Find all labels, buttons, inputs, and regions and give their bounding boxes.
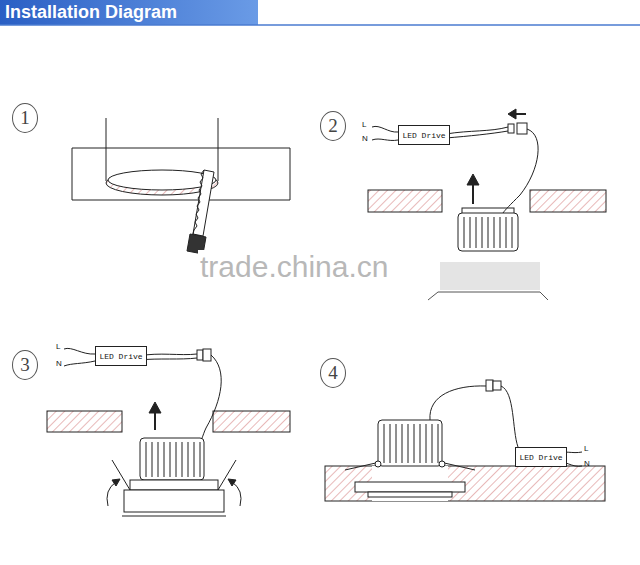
spring-clip-step-part xyxy=(107,482,116,506)
spring-clip-step-part xyxy=(112,460,236,490)
lamp-insert-step-part xyxy=(464,217,512,248)
wire-pin-label: L xyxy=(56,342,60,351)
lamp-insert-step-part xyxy=(517,123,527,134)
installed-lamp-step-part xyxy=(345,462,475,470)
spring-clip-step-part xyxy=(146,442,200,477)
lamp-insert-step-part xyxy=(530,190,606,212)
step-number: 4 xyxy=(320,358,346,388)
led-driver-box: LED Drive xyxy=(398,125,450,145)
wire-pin-label: N xyxy=(584,459,590,468)
lamp-insert-step-part xyxy=(508,109,516,119)
installed-lamp-step xyxy=(325,380,605,501)
installed-lamp-step-part xyxy=(430,386,486,420)
wire-pin-label: L xyxy=(584,444,588,453)
installed-lamp-step-part xyxy=(384,424,438,463)
spring-clip-step-part xyxy=(112,479,120,486)
spring-clip-step-part xyxy=(202,355,221,438)
step-number: 1 xyxy=(12,103,38,133)
led-driver-box: LED Drive xyxy=(95,346,147,366)
lamp-insert-step-part xyxy=(508,124,514,133)
lamp-insert-step-part xyxy=(368,190,442,212)
installed-lamp-step-part xyxy=(325,466,605,501)
wire-pin-label: L xyxy=(362,120,366,129)
spring-clip-step-part xyxy=(64,348,95,366)
spring-clip-step-part xyxy=(149,402,161,413)
lamp-insert-step-part xyxy=(372,126,398,140)
ceiling-cut-step-part xyxy=(108,170,216,190)
step-number: 3 xyxy=(12,350,38,380)
installed-lamp-step-part xyxy=(486,380,493,391)
installed-lamp-step-part xyxy=(493,381,501,390)
lamp-insert-step xyxy=(368,109,606,300)
driver-label: LED Drive xyxy=(402,131,445,140)
spring-clip-step-part xyxy=(124,490,224,512)
ceiling-cut-step-part xyxy=(72,148,290,200)
spring-clip-step-part xyxy=(140,438,204,480)
ceiling-cut-step-part xyxy=(193,170,214,236)
step-number: 2 xyxy=(320,111,346,141)
title-bar xyxy=(0,0,640,25)
spring-clip-step-part xyxy=(203,349,211,361)
lamp-insert-step-part xyxy=(503,129,538,213)
lamp-insert-step-part xyxy=(467,174,479,185)
ceiling-cut-step xyxy=(72,118,290,254)
title-text: Installation Diagram xyxy=(5,2,177,23)
spring-clip-step-part xyxy=(213,411,290,432)
installed-lamp-step-part xyxy=(375,461,381,467)
title-bar-part xyxy=(0,24,640,26)
spring-clip-step-part xyxy=(47,411,122,432)
lamp-insert-step-part xyxy=(446,127,508,138)
ceiling-cut-step-part xyxy=(193,170,204,234)
spring-clip-step-part xyxy=(130,480,218,490)
installed-lamp-step-part xyxy=(439,461,445,467)
wire-pin-label: N xyxy=(56,359,62,368)
spring-clip-step-part xyxy=(232,482,241,506)
watermark: trade.china.cn xyxy=(198,250,390,284)
lamp-insert-step-part xyxy=(458,213,518,251)
installed-lamp-step-part xyxy=(378,420,442,466)
ceiling-cut-step-part xyxy=(106,118,218,181)
lamp-insert-step-part xyxy=(440,262,540,290)
spring-clip-step-part xyxy=(228,479,236,486)
driver-label: LED Drive xyxy=(99,352,142,361)
lamp-insert-step-part xyxy=(428,292,548,300)
installed-lamp-step-part xyxy=(355,482,465,492)
wire-pin-label: N xyxy=(362,134,368,143)
installed-lamp-step-part xyxy=(368,492,452,497)
spring-clip-step xyxy=(47,348,290,516)
spring-clip-step-part xyxy=(197,350,203,360)
led-driver-box: LED Drive xyxy=(515,447,567,467)
installed-lamp-step-part xyxy=(501,386,518,447)
spring-clip-step-part xyxy=(122,516,226,517)
driver-label: LED Drive xyxy=(519,453,562,462)
title-bar-part xyxy=(0,0,258,25)
